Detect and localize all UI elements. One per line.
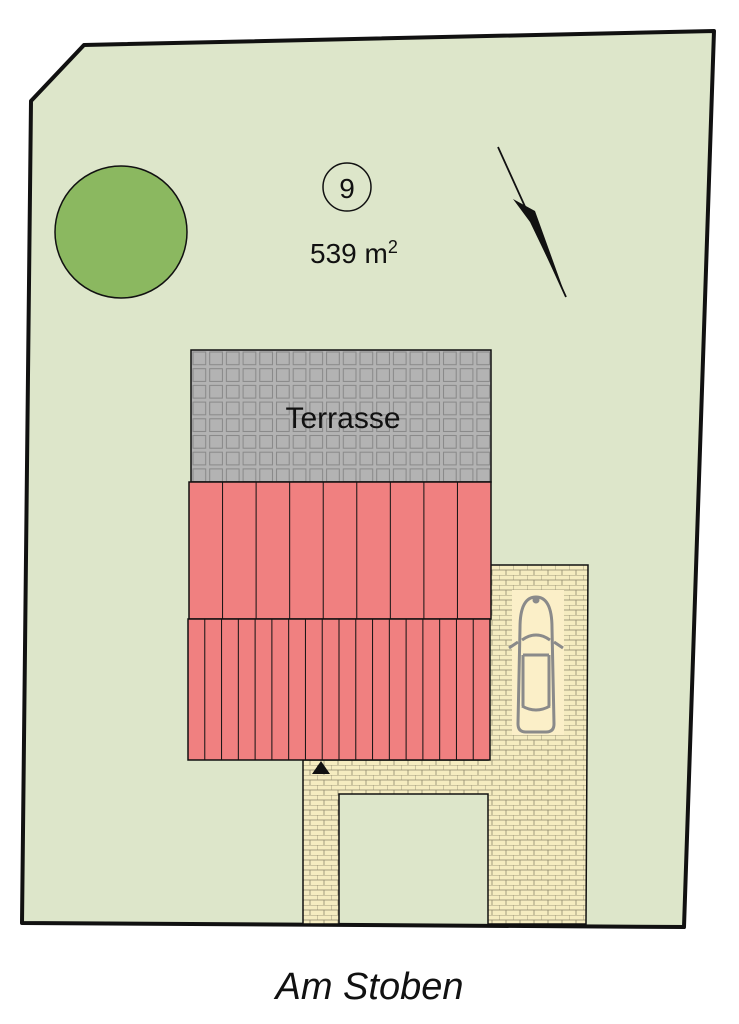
car-icon xyxy=(508,595,564,734)
house-roof xyxy=(187,481,492,761)
entrance-triangle-icon xyxy=(312,761,330,774)
plot-area: 539 m2 xyxy=(310,237,398,269)
terrace-label: Terrasse xyxy=(285,402,400,435)
plot-number: 9 xyxy=(339,173,355,204)
terrace-area xyxy=(190,349,492,483)
north-arrow-icon xyxy=(497,146,567,298)
plot-number-badge: 9 xyxy=(322,162,372,212)
tree-icon xyxy=(54,165,188,299)
plot-area-exponent: 2 xyxy=(388,237,398,257)
street-name: Am Stoben xyxy=(275,966,464,1008)
plot-area-value: 539 m xyxy=(310,238,388,269)
